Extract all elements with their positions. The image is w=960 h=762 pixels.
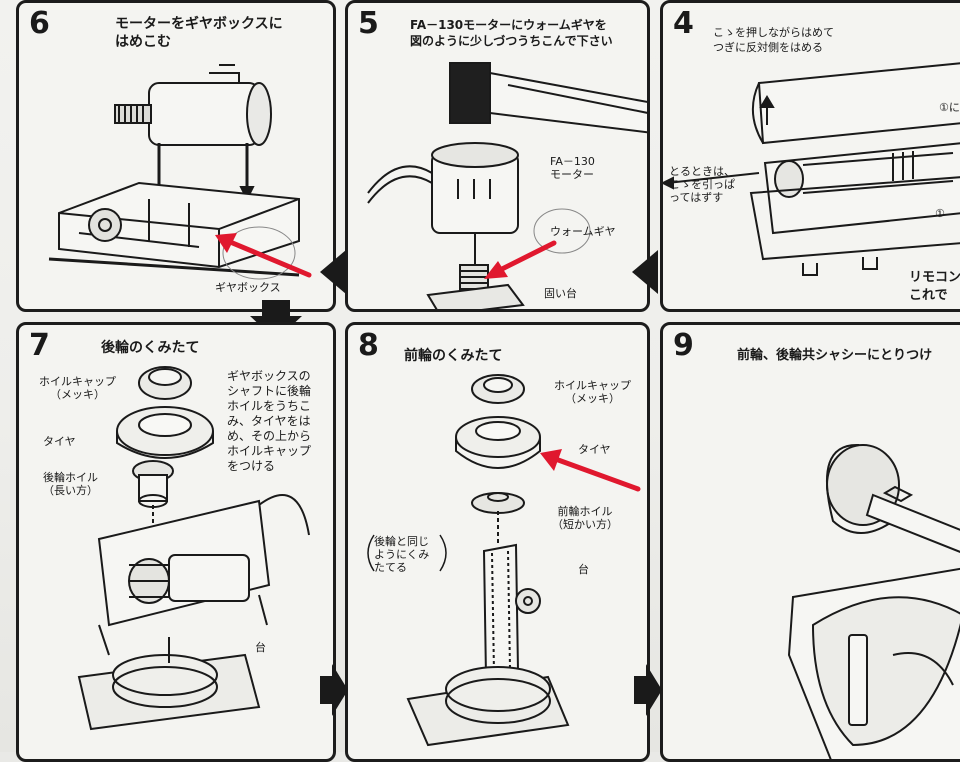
removal-note: とるときは、 こゝを引っぱ ってはずす bbox=[669, 165, 735, 204]
front-wheel-label: 前輪ホイル （短かい方） bbox=[552, 505, 618, 531]
chassis-mounting-illustration bbox=[787, 443, 960, 759]
gearbox-label: ギヤボックス bbox=[215, 281, 281, 294]
tire-label: タイヤ bbox=[578, 443, 611, 456]
worm-gear-hammer-illustration bbox=[367, 62, 647, 309]
step-title: モーターをギヤボックスに はめこむ bbox=[115, 16, 283, 50]
step-6-panel: 6 モーターをギヤボックスに はめこむ bbox=[16, 0, 336, 312]
next-step-arrow-icon bbox=[250, 300, 302, 340]
step-title: 後輪のくみたて bbox=[101, 340, 200, 356]
step-8-panel: 8 前輪のくみたて bbox=[345, 322, 650, 762]
red-annotation-arrow-icon bbox=[540, 449, 641, 492]
block-label: 固い台 bbox=[544, 287, 577, 300]
step-number: 9 bbox=[673, 328, 694, 363]
battery-holder-illustration bbox=[663, 62, 960, 276]
rear-wheel-label: 後輪ホイル （長い方） bbox=[43, 471, 98, 497]
step-5-panel: 5 FA－130モーターにウォームギヤを 図のように少しづつうちこんで下さい bbox=[345, 0, 650, 312]
step-number: 5 bbox=[358, 6, 379, 41]
wheel-cap-label: ホイルキャップ （メッキ） bbox=[554, 379, 631, 405]
motor-label: FA－130 モーター bbox=[550, 155, 595, 181]
stand-label: 台 bbox=[578, 563, 589, 576]
step-number: 7 bbox=[29, 328, 50, 363]
next-step-arrow-icon bbox=[632, 250, 658, 294]
step-title: FA－130モーターにウォームギヤを 図のように少しづつうちこんで下さい bbox=[410, 18, 613, 48]
front-wheel-assembly-illustration bbox=[367, 374, 570, 747]
step-4-panel: 4 こゝを押しながらはめて つぎに反対側をはめる とるときは、 こゝを引っぱ っ… bbox=[660, 0, 960, 312]
next-step-arrow-icon bbox=[320, 664, 348, 716]
reference-label: ①に bbox=[939, 101, 960, 114]
step-9-panel: 9 前輪、後輪共シャシーにとりつけ bbox=[660, 322, 960, 762]
rear-wheel-assembly-illustration bbox=[77, 366, 310, 731]
step-number: 8 bbox=[358, 328, 379, 363]
next-step-arrow-icon bbox=[320, 250, 346, 294]
step-number: 4 bbox=[673, 6, 694, 41]
tire-label: タイヤ bbox=[43, 435, 76, 448]
step-title: 前輪のくみたて bbox=[404, 348, 503, 364]
step-7-panel: 7 後輪のくみたて bbox=[16, 322, 336, 762]
worm-gear-label: ウォームギヤ bbox=[550, 225, 616, 238]
wheel-cap-label: ホイルキャップ （メッキ） bbox=[39, 375, 116, 401]
same-as-rear-note: 後輪と同じ ようにくみ たてる bbox=[374, 535, 430, 574]
remote-caption: リモコン これで bbox=[909, 270, 960, 303]
reference-label: ① bbox=[935, 207, 945, 220]
step-number: 6 bbox=[29, 6, 50, 41]
red-annotation-arrow-icon bbox=[215, 233, 312, 278]
next-step-arrow-icon bbox=[634, 664, 662, 716]
step-title: こゝを押しながらはめて つぎに反対側をはめる bbox=[713, 26, 834, 54]
assembly-instructions: ギヤボックスの シャフトに後輪 ホイルをうちこ み、タイヤをは め、その上から … bbox=[227, 369, 312, 473]
step-title: 前輪、後輪共シャシーにとりつけ bbox=[737, 348, 933, 363]
stand-label: 台 bbox=[255, 641, 266, 654]
red-annotation-arrow-icon bbox=[484, 240, 557, 279]
